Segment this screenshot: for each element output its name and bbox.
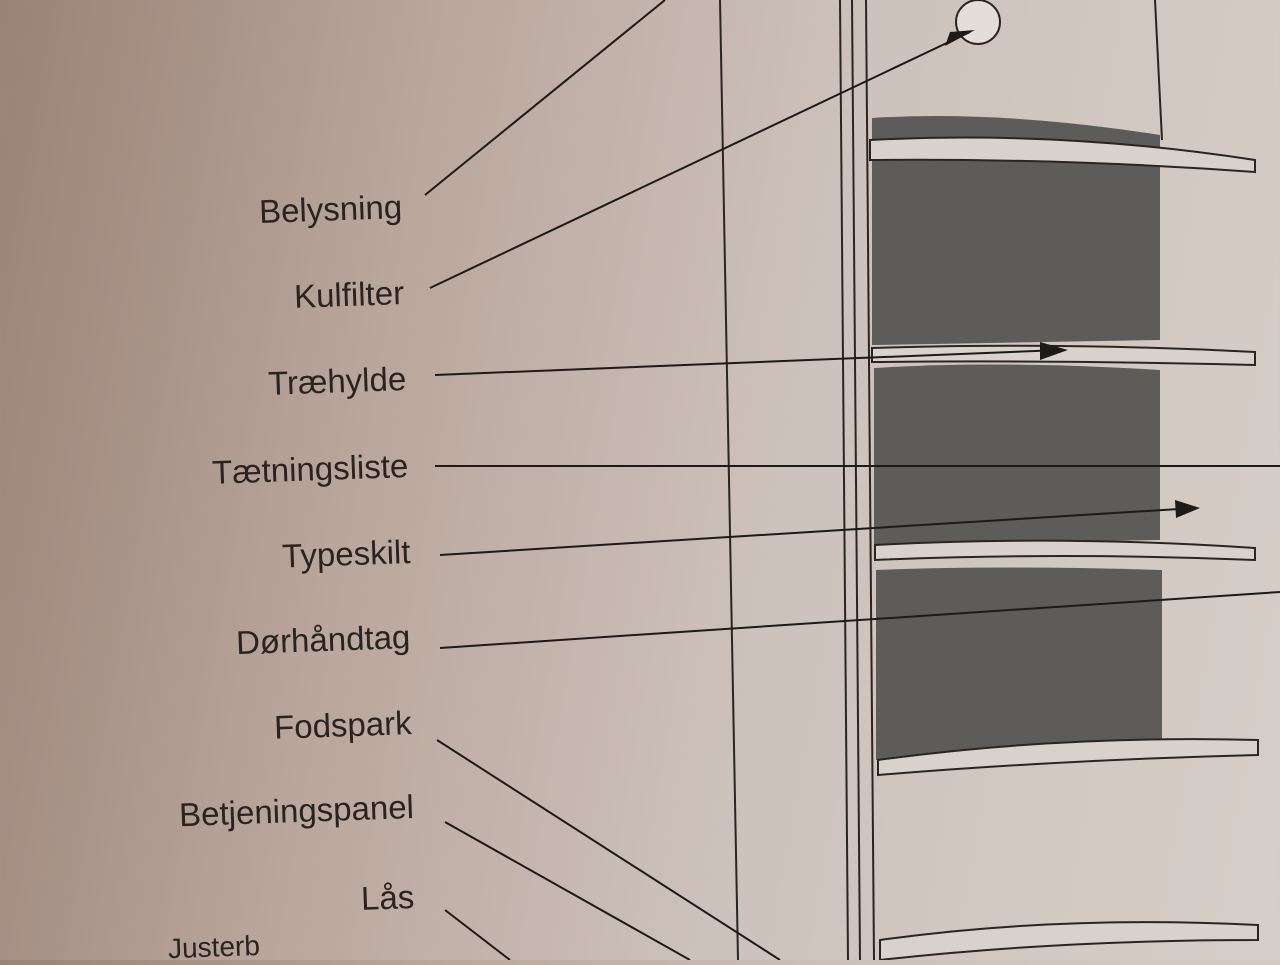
arrowheads bbox=[945, 30, 1200, 518]
shelf-4 bbox=[877, 738, 1259, 777]
shelf-5 bbox=[879, 921, 1259, 960]
back-panels bbox=[872, 116, 1162, 760]
shelf-1 bbox=[869, 136, 1256, 174]
shelves bbox=[869, 136, 1259, 960]
label-las: Lås bbox=[360, 878, 415, 917]
shelf-2 bbox=[871, 344, 1256, 367]
door-edge-line bbox=[719, 0, 739, 960]
label-kulfilter: Kulfilter bbox=[293, 274, 405, 315]
label-taetningsliste: Tætningsliste bbox=[211, 447, 409, 491]
label-fodspark: Fodspark bbox=[273, 704, 413, 746]
label-traehylde: Træhylde bbox=[267, 360, 407, 402]
label-dorhandtag: Dørhåndtag bbox=[235, 618, 411, 662]
light-knob-icon bbox=[955, 0, 1001, 45]
label-typeskilt: Typeskilt bbox=[281, 533, 411, 575]
shelf-3 bbox=[874, 539, 1256, 562]
label-belysning: Belysning bbox=[258, 188, 403, 230]
cabinet-edge-line bbox=[839, 0, 849, 960]
leader-lines bbox=[424, 0, 1280, 960]
